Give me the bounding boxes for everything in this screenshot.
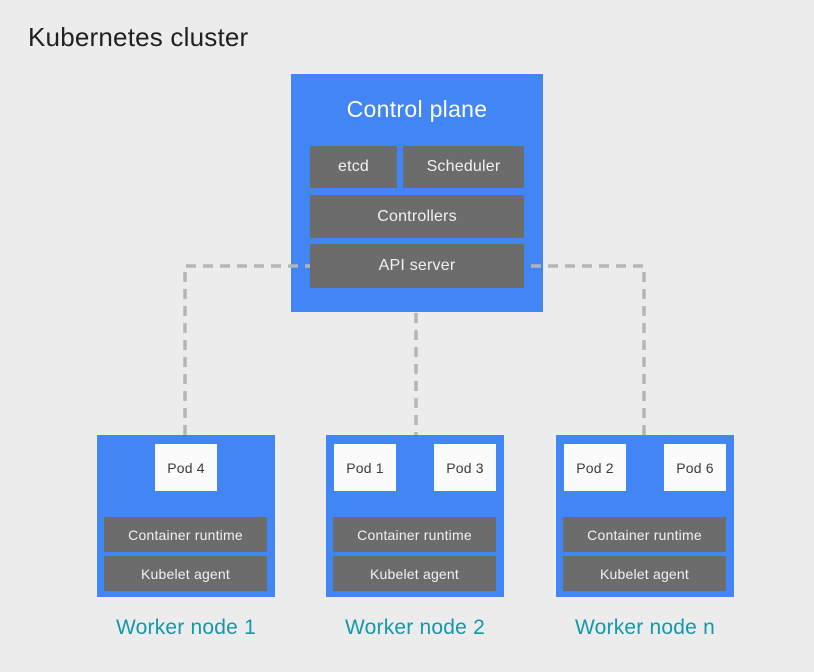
controllers-box: Controllers (310, 195, 524, 238)
scheduler-box: Scheduler (403, 146, 524, 188)
worker-node-n-box: Pod 2 Pod 6 Container runtime Kubelet ag… (556, 435, 734, 597)
worker-node-n-label: Worker node n (575, 616, 715, 639)
worker-node-2-label: Worker node 2 (345, 616, 485, 639)
control-plane-title: Control plane (346, 96, 488, 122)
pod-4-box: Pod 4 (155, 444, 217, 491)
worker-1-kubelet-agent-box: Kubelet agent (104, 556, 267, 591)
pod-6-box: Pod 6 (664, 444, 726, 491)
worker-node-1-box: Pod 4 Container runtime Kubelet agent (97, 435, 275, 597)
pod-2-box: Pod 2 (564, 444, 626, 491)
worker-n-kubelet-agent-box: Kubelet agent (563, 556, 726, 591)
worker-2-container-runtime-box: Container runtime (333, 517, 496, 552)
worker-node-1-label: Worker node 1 (116, 616, 256, 639)
page-title: Kubernetes cluster (28, 22, 249, 52)
worker-2-kubelet-agent-box: Kubelet agent (333, 556, 496, 591)
worker-n-container-runtime-box: Container runtime (563, 517, 726, 552)
control-plane-box: Control plane etcd Scheduler Controllers… (291, 74, 543, 312)
worker-1-container-runtime-box: Container runtime (104, 517, 267, 552)
worker-node-2-box: Pod 1 Pod 3 Container runtime Kubelet ag… (326, 435, 504, 597)
etcd-box: etcd (310, 146, 397, 188)
api-server-box: API server (310, 244, 524, 288)
pod-1-box: Pod 1 (334, 444, 396, 491)
pod-3-box: Pod 3 (434, 444, 496, 491)
